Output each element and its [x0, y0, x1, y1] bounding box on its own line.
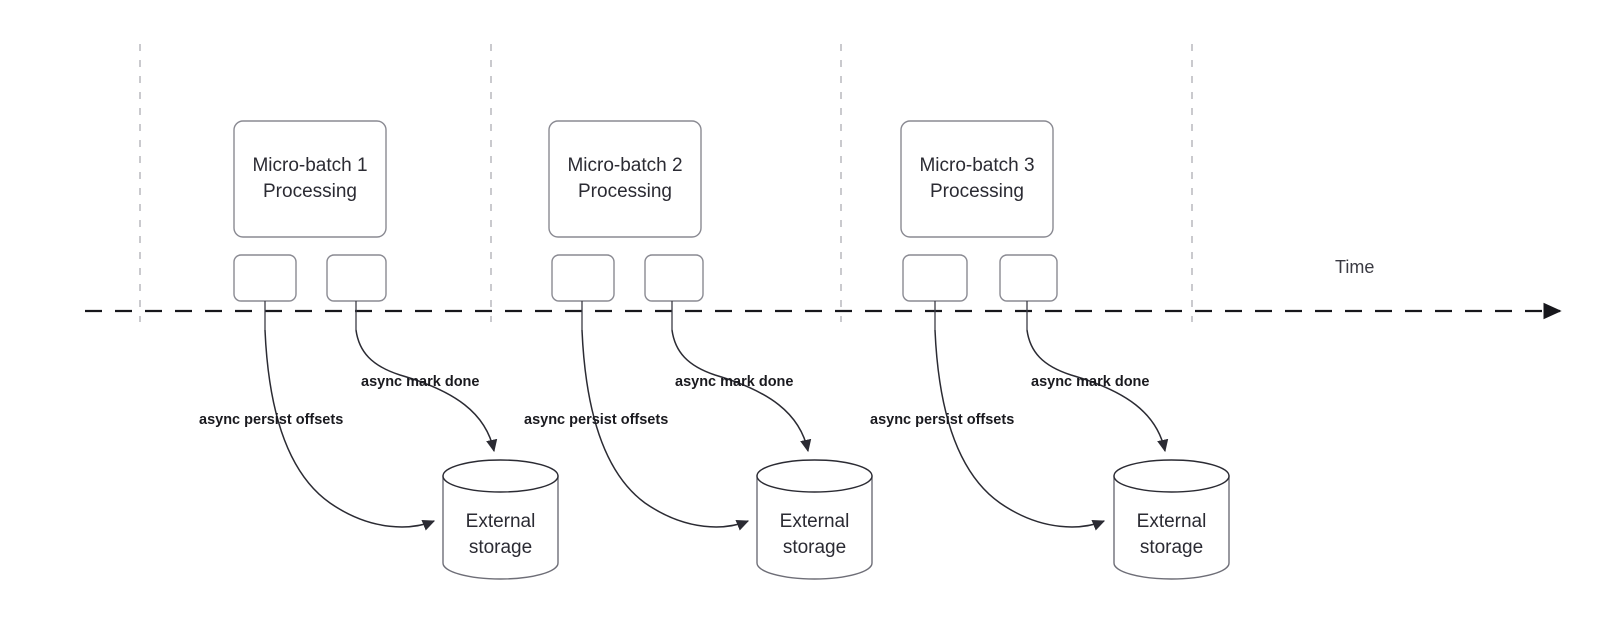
- task-marker-2a[interactable]: [551, 254, 615, 302]
- external-storage-cylinder-2-line2: storage: [783, 537, 846, 558]
- async-persist-offsets-edge-3: [934, 329, 1106, 531]
- external-storage-cylinder-2[interactable]: External storage: [756, 459, 873, 580]
- async-persist-offsets-edge-1: [264, 329, 436, 531]
- group-1: Micro-batch 1 Processing External storag…: [199, 120, 559, 580]
- external-storage-cylinder-2-line1: External: [780, 511, 850, 532]
- external-storage-cylinder-3-body: [1113, 475, 1230, 580]
- external-storage-cylinder-2-top: [756, 459, 873, 493]
- task-marker-1b[interactable]: [326, 254, 387, 302]
- external-storage-cylinder-3-line2: storage: [1140, 537, 1203, 558]
- task-marker-3b[interactable]: [999, 254, 1058, 302]
- async-mark-done-edge-1: [355, 329, 498, 453]
- task-marker-1a[interactable]: [233, 254, 297, 302]
- micro-batch-box-2-line2: Processing: [578, 181, 672, 202]
- external-storage-cylinder-1-body: [442, 475, 559, 580]
- external-storage-cylinder-1-line1: External: [466, 511, 536, 532]
- micro-batch-box-1-line2: Processing: [263, 181, 357, 202]
- external-storage-cylinder-3-top: [1113, 459, 1230, 493]
- micro-batch-box-2[interactable]: [548, 120, 702, 238]
- async-persist-offsets-label-1: async persist offsets: [199, 412, 343, 428]
- async-persist-offsets-edge-2: [581, 329, 750, 531]
- external-storage-cylinder-1-top: [442, 459, 559, 493]
- micro-batch-box-1-line1: Micro-batch 1: [252, 155, 367, 176]
- micro-batch-box-1[interactable]: [233, 120, 387, 238]
- micro-batch-box-2-line1: Micro-batch 2: [567, 155, 682, 176]
- external-storage-cylinder-1[interactable]: External storage: [442, 459, 559, 580]
- micro-batch-box-3-line1: Micro-batch 3: [919, 155, 1034, 176]
- async-mark-done-label-3: async mark done: [1031, 374, 1149, 390]
- micro-batch-box-3-line2: Processing: [930, 181, 1024, 202]
- async-mark-done-edge-2: [671, 329, 812, 453]
- time-axis-label: Time: [1335, 257, 1374, 277]
- async-mark-done-edge-3: [1026, 329, 1169, 453]
- async-persist-offsets-label-3: async persist offsets: [870, 412, 1014, 428]
- micro-batch-box-3[interactable]: [900, 120, 1054, 238]
- external-storage-cylinder-3[interactable]: External storage: [1113, 459, 1230, 580]
- async-mark-done-label-1: async mark done: [361, 374, 479, 390]
- group-2: Micro-batch 2 Processing External storag…: [524, 120, 873, 580]
- async-mark-done-label-2: async mark done: [675, 374, 793, 390]
- external-storage-cylinder-3-line1: External: [1137, 511, 1207, 532]
- group-3: Micro-batch 3 Processing External storag…: [870, 120, 1230, 580]
- external-storage-cylinder-1-line2: storage: [469, 537, 532, 558]
- task-marker-2b[interactable]: [644, 254, 704, 302]
- external-storage-cylinder-2-body: [756, 475, 873, 580]
- task-marker-3a[interactable]: [902, 254, 968, 302]
- async-persist-offsets-label-2: async persist offsets: [524, 412, 668, 428]
